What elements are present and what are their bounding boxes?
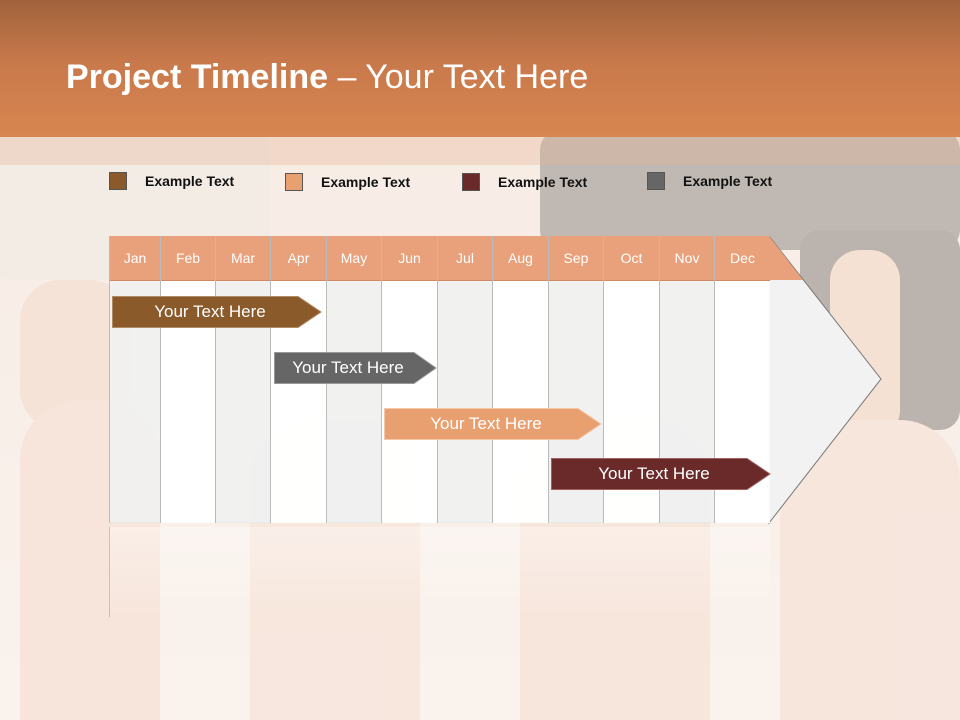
title-bar-band [0,137,960,165]
chart-reflection [109,527,770,617]
task-arrow-4 [551,458,771,490]
task-arrow-3 [384,408,602,440]
month-label-feb: Feb [161,236,215,281]
legend-label-1: Example Text [145,173,235,189]
title-rest: – Your Text Here [328,58,589,96]
month-label-aug: Aug [493,236,548,281]
title-bar [0,0,960,137]
month-label-oct: Oct [604,236,659,281]
task-label-2: Your Text Here [292,358,404,377]
legend-swatch-4 [647,172,665,190]
legend-label-3: Example Text [498,174,588,190]
task-label-4: Your Text Here [598,464,710,483]
task-label-3: Your Text Here [430,414,542,433]
month-column-jan: Jan [109,236,160,523]
timeline-chart: Jan Feb Mar Apr May Jun Jul Aug Sep Oct … [109,236,884,526]
month-label-nov: Nov [660,236,714,281]
legend-swatch-1 [109,172,127,190]
legend-item-1: Example Text [109,170,234,192]
month-column-mar: Mar [215,236,270,523]
month-label-may: May [327,236,381,281]
task-arrow-1 [112,296,322,328]
month-label-sep: Sep [549,236,603,281]
task-arrow-2 [274,352,437,384]
slide-title: Project Timeline – Your Text Here [66,58,588,97]
legend-swatch-3 [462,173,480,191]
month-label-jun: Jun [382,236,437,281]
task-label-1: Your Text Here [154,302,266,321]
task-bar-3[interactable]: Your Text Here [384,408,602,440]
month-label-jan: Jan [110,236,160,281]
legend-label-2: Example Text [321,174,411,190]
legend-item-2: Example Text [285,171,410,193]
month-column-aug: Aug [492,236,548,523]
task-bar-1[interactable]: Your Text Here [112,296,322,328]
month-label-mar: Mar [216,236,270,281]
month-column-jul: Jul [437,236,492,523]
task-bar-4[interactable]: Your Text Here [551,458,771,490]
month-label-dec: Dec [715,236,770,281]
month-label-apr: Apr [271,236,326,281]
legend-item-4: Example Text [647,170,772,192]
month-column-feb: Feb [160,236,215,523]
legend-item-3: Example Text [462,171,587,193]
month-label-jul: Jul [438,236,492,281]
task-bar-2[interactable]: Your Text Here [274,352,437,384]
legend-swatch-2 [285,173,303,191]
title-bold: Project Timeline [66,58,329,96]
legend-label-4: Example Text [683,173,773,189]
